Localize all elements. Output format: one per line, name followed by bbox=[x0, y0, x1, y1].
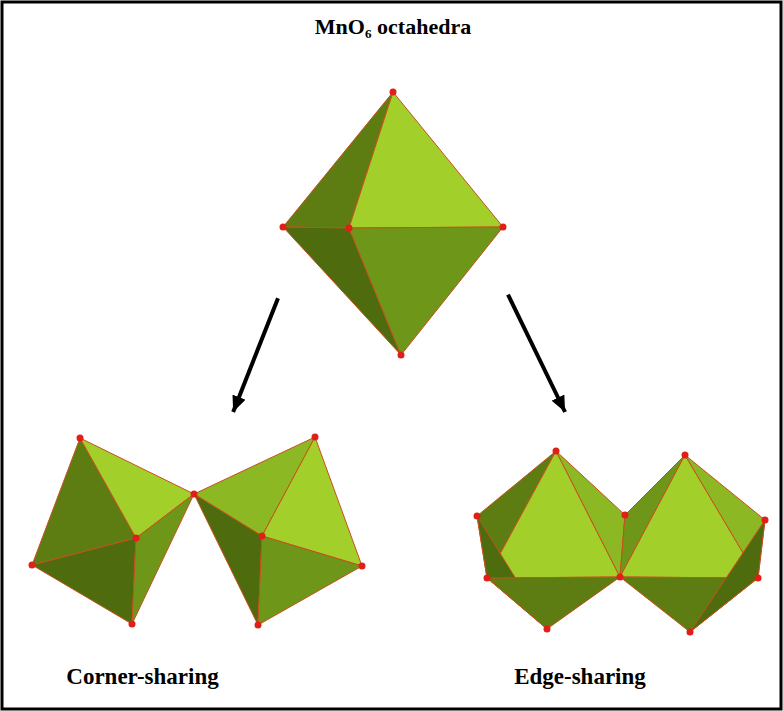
edge-sharing-pair bbox=[477, 451, 765, 632]
corner-sharing-pair bbox=[32, 437, 362, 625]
structure-label: Corner-sharing bbox=[63, 664, 221, 690]
single-octahedron bbox=[283, 92, 503, 355]
vertex-dots bbox=[280, 89, 507, 359]
vertex-dots bbox=[29, 434, 366, 629]
edge-sharing-group: Edge-sharing bbox=[465, 412, 695, 702]
corner-sharing-group: Corner-sharing bbox=[20, 412, 265, 702]
arrow-connector bbox=[233, 298, 278, 412]
octahedron-group: MnO₆ octahedra bbox=[278, 6, 508, 358]
figure-heading: MnO₆ octahedra bbox=[312, 14, 474, 40]
arrow-connector bbox=[508, 295, 565, 412]
structure-label: Edge-sharing bbox=[511, 664, 649, 690]
vertex-dots bbox=[474, 448, 769, 636]
